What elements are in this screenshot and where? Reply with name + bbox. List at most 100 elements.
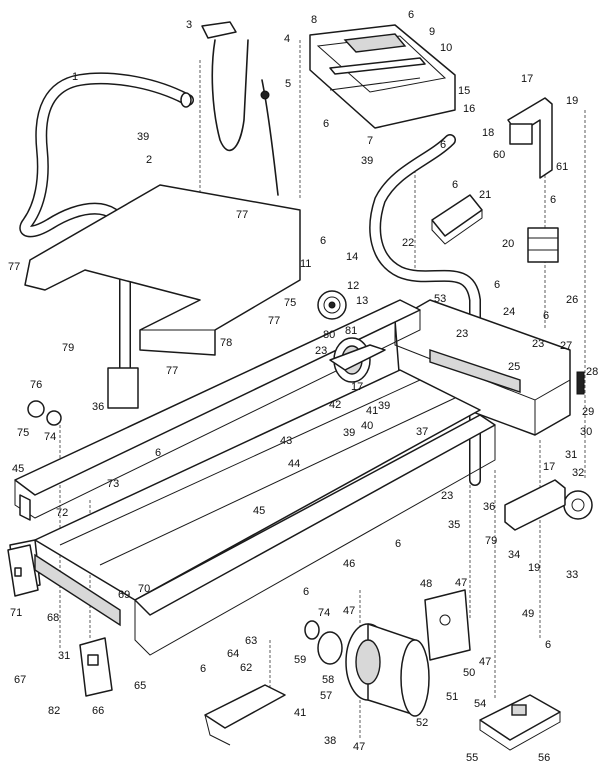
part-callout: 19 [566, 95, 578, 107]
part-callout: 6 [452, 179, 458, 191]
idler-pulley [304, 620, 343, 665]
part-callout: 3 [186, 19, 192, 31]
part-callout: 15 [458, 85, 470, 97]
part-callout: 13 [356, 295, 368, 307]
part-callout: 30 [580, 426, 592, 438]
part-callout: 19 [528, 562, 540, 574]
part-callout: 6 [323, 118, 329, 130]
part-callout: 61 [556, 161, 568, 173]
part-callout: 10 [440, 42, 452, 54]
part-callout: 58 [322, 674, 334, 686]
part-callout: 28 [586, 366, 598, 378]
part-callout: 50 [463, 667, 475, 679]
part-callout: 17 [543, 461, 555, 473]
part-callout: 81 [345, 325, 357, 337]
part-callout: 32 [572, 467, 584, 479]
part-callout: 23 [315, 345, 327, 357]
part-callout: 74 [44, 431, 56, 443]
part-callout: 22 [402, 237, 414, 249]
part-callout: 31 [565, 449, 577, 461]
part-callout: 80 [323, 329, 335, 341]
part-callout: 59 [294, 654, 306, 666]
part-callout: 6 [303, 586, 309, 598]
part-callout: 33 [566, 569, 578, 581]
part-callout: 6 [545, 639, 551, 651]
part-callout: 23 [441, 490, 453, 502]
transformer [527, 227, 559, 263]
part-callout: 68 [47, 612, 59, 624]
part-callout: 76 [30, 379, 42, 391]
part-callout: 38 [324, 735, 336, 747]
part-callout: 23 [456, 328, 468, 340]
motor-pulley [329, 337, 386, 383]
part-callout: 6 [155, 447, 161, 459]
part-callout: 56 [538, 752, 550, 764]
electronics-bracket [507, 97, 553, 179]
part-callout: 41 [294, 707, 306, 719]
part-callout: 77 [268, 315, 280, 327]
part-callout: 45 [12, 463, 24, 475]
left-bushings [27, 400, 62, 426]
motor-hood [24, 184, 301, 356]
part-callout: 71 [10, 607, 22, 619]
console-assembly [309, 24, 456, 129]
part-callout: 79 [485, 535, 497, 547]
part-callout: 49 [522, 608, 534, 620]
part-callout: 34 [508, 549, 520, 561]
part-callout: 6 [550, 194, 556, 206]
part-callout: 47 [479, 656, 491, 668]
part-callout: 78 [220, 337, 232, 349]
part-callout: 6 [200, 663, 206, 675]
part-callout: 17 [351, 381, 363, 393]
part-callout: 2 [146, 154, 152, 166]
part-callout: 7 [367, 135, 373, 147]
relay-board [431, 194, 483, 245]
part-callout: 9 [429, 26, 435, 38]
part-callout: 79 [62, 342, 74, 354]
part-callout: 51 [446, 691, 458, 703]
part-callout: 6 [494, 279, 500, 291]
part-callout: 75 [17, 427, 29, 439]
part-callout: 77 [236, 209, 248, 221]
part-callout: 52 [416, 717, 428, 729]
part-callout: 26 [566, 294, 578, 306]
incline-bracket [204, 684, 286, 746]
part-callout: 77 [8, 261, 20, 273]
part-callout: 77 [166, 365, 178, 377]
part-callout: 39 [137, 131, 149, 143]
part-callout: 47 [343, 605, 355, 617]
part-callout: 8 [311, 14, 317, 26]
part-callout: 16 [463, 103, 475, 115]
part-callout: 6 [440, 139, 446, 151]
part-callout: 47 [455, 577, 467, 589]
part-callout: 69 [118, 589, 130, 601]
part-callout: 35 [448, 519, 460, 531]
part-callout: 47 [353, 741, 365, 753]
part-callout: 54 [474, 698, 486, 710]
controller-board [479, 694, 561, 751]
part-callout: 74 [318, 607, 330, 619]
part-callout: 24 [503, 306, 515, 318]
part-callout: 27 [560, 340, 572, 352]
part-callout: 36 [483, 501, 495, 513]
part-callout: 1 [72, 71, 78, 83]
lower-control-box [79, 637, 113, 697]
rear-roller-wheel [563, 490, 593, 520]
callout-labels: 1234566666666666667891011121314151617171… [8, 9, 598, 764]
rear-foot [504, 479, 566, 531]
part-callout: 63 [245, 635, 257, 647]
part-callout: 46 [343, 558, 355, 570]
part-callout: 5 [285, 78, 291, 90]
part-callout: 37 [416, 426, 428, 438]
part-callout: 6 [408, 9, 414, 21]
front-end-cap [7, 544, 39, 597]
part-callout: 39 [361, 155, 373, 167]
part-callout: 25 [508, 361, 520, 373]
part-callout: 36 [92, 401, 104, 413]
part-callout: 67 [14, 674, 26, 686]
motor-mount-plate [424, 589, 471, 661]
part-callout: 73 [107, 478, 119, 490]
part-callout: 57 [320, 690, 332, 702]
part-callout: 6 [320, 235, 326, 247]
